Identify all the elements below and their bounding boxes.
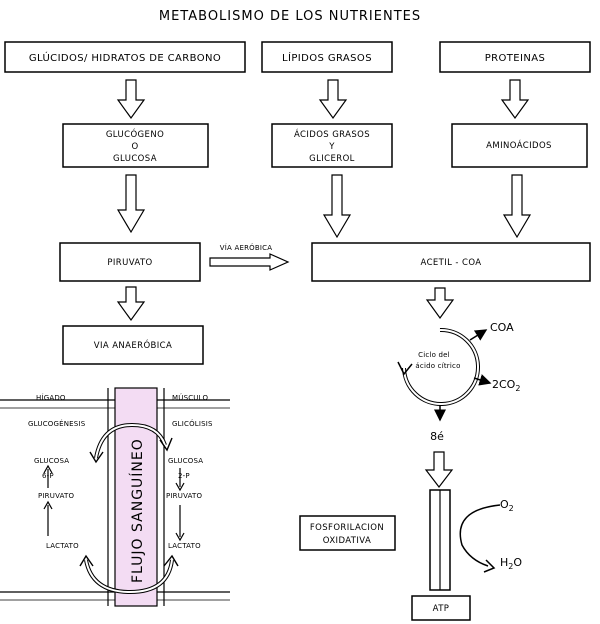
label-ciclo-del: Ciclo del <box>418 351 450 359</box>
label-piruvato-left: PIRUVATO <box>38 492 75 500</box>
hollow-arrow-right-aerobica <box>209 253 290 271</box>
label-via-anaerobica: VIA ANAERÓBICA <box>94 339 172 351</box>
h2o-o-text: O <box>513 556 522 569</box>
hollow-arrow-down-1 <box>116 79 146 120</box>
label-o2: O2 <box>500 498 514 513</box>
o2-subscript: 2 <box>509 504 514 513</box>
membrane-complex: O2 H2O <box>429 489 522 591</box>
box-glucogeno: GLUCÓGENO O GLUCOSA <box>62 123 209 168</box>
hollow-arrow-down-2 <box>318 79 348 120</box>
page-title: METABOLISMO DE LOS NUTRIENTES <box>159 9 421 24</box>
label-lactato-left: LACTATO <box>46 542 79 550</box>
hollow-arrow-down-9 <box>424 451 454 488</box>
h2o-subscript: 2 <box>508 562 513 571</box>
hollow-arrow-down-6 <box>502 174 532 239</box>
label-gluconeogenesis: GLUCOGÉNESIS <box>28 419 86 428</box>
h2o-h-text: H <box>500 556 508 569</box>
label-higado: HÍGADO <box>36 393 66 402</box>
label-oxidativa: OXIDATIVA <box>323 536 371 546</box>
label-atp: ATP <box>433 604 450 614</box>
label-piruvato: PIRUVATO <box>107 258 152 268</box>
label-glucosa-right: GLUCOSA <box>168 457 203 465</box>
o2-main-text: O <box>500 498 509 511</box>
box-acidos-grasos: ÁCIDOS GRASOS Y GLICEROL <box>271 123 393 168</box>
label-musculo: MÚSCULO <box>172 393 208 402</box>
co2-subscript: 2 <box>515 384 520 393</box>
co2-main-text: 2CO <box>492 378 516 391</box>
label-via-aerobica: VÍA AERÓBICA <box>220 243 272 252</box>
label-flujo-sanguineo: FLUJO SANGUÍNEO <box>129 438 146 583</box>
box-aminoacidos: AMINOÁCIDOS <box>451 123 588 168</box>
box-acetil-coa: ACETIL - COA <box>311 242 591 282</box>
hollow-arrow-down-5 <box>322 174 352 239</box>
label-aminoacidos: AMINOÁCIDOS <box>486 139 552 151</box>
label-glucosa-left: GLUCOSA <box>34 457 69 465</box>
label-glucogeno: GLUCÓGENO <box>106 128 164 140</box>
box-atp: ATP <box>411 595 471 621</box>
krebs-cycle: Ciclo del ácido cítrico COA 2CO2 8é <box>397 321 520 443</box>
label-glucosa-right-p: 2-P <box>178 472 190 480</box>
box-piruvato: PIRUVATO <box>59 242 201 282</box>
hollow-arrow-down-4 <box>116 174 146 234</box>
box-proteinas: PROTEINAS <box>439 41 591 73</box>
label-8e: 8é <box>430 430 444 443</box>
label-piruvato-right: PIRUVATO <box>166 492 203 500</box>
label-acidos-y: Y <box>328 142 335 152</box>
label-glucolisis: GLICÓLISIS <box>172 419 213 428</box>
label-glicerol: GLICEROL <box>309 154 355 164</box>
box-lipidos: LÍPIDOS GRASOS <box>261 41 393 73</box>
label-2co: 2CO2 <box>492 378 520 393</box>
label-lactato-right: LACTATO <box>168 542 201 550</box>
box-glucidos: GLÚCIDOS/ HIDRATOS DE CARBONO <box>4 41 246 73</box>
label-acetil-coa: ACETIL - COA <box>421 258 482 268</box>
cori-cycle: FLUJO SANGUÍNEO HÍGADO MÚSCULO GLUCOGÉNE… <box>0 387 230 607</box>
label-lipidos: LÍPIDOS GRASOS <box>282 51 372 64</box>
label-glucidos: GLÚCIDOS/ HIDRATOS DE CARBONO <box>29 51 221 64</box>
hollow-arrow-down-8 <box>425 287 455 320</box>
box-fosforilacion: FOSFORILACION OXIDATIVA <box>299 515 396 551</box>
label-acidos-grasos: ÁCIDOS GRASOS <box>294 128 370 140</box>
label-h2o: H2O <box>500 556 522 571</box>
hollow-arrow-down-7 <box>116 286 146 322</box>
label-coa: COA <box>490 321 514 334</box>
label-glucosa: GLUCOSA <box>113 154 157 164</box>
box-via-anaerobica: VIA ANAERÓBICA <box>62 325 204 365</box>
label-glucogeno-o: O <box>131 142 138 152</box>
label-fosforilacion: FOSFORILACION <box>310 523 384 533</box>
label-proteinas: PROTEINAS <box>485 53 546 64</box>
hollow-arrow-down-3 <box>500 79 530 120</box>
label-acido-citrico: ácido cítrico <box>415 362 460 370</box>
